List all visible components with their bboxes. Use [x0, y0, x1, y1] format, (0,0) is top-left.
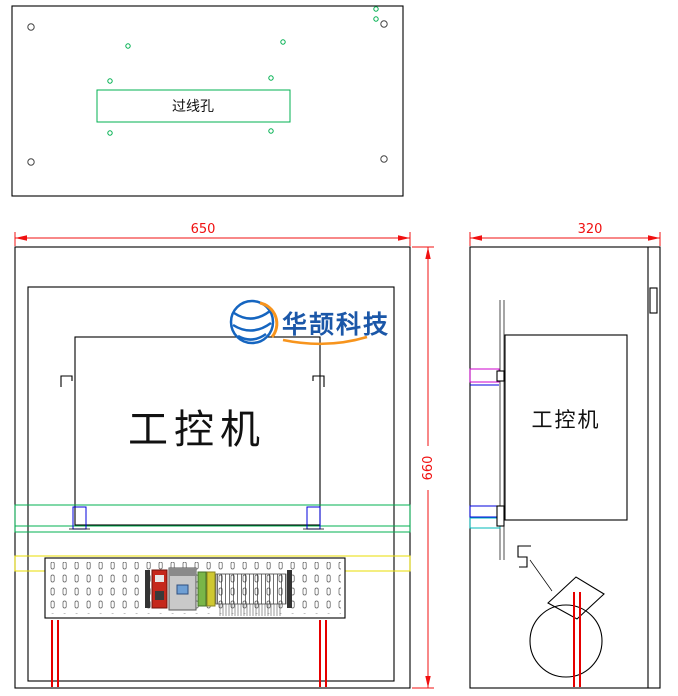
fan-circle [529, 604, 603, 678]
bracket-block [496, 370, 505, 382]
bracket-block [496, 505, 505, 527]
breaker-window [155, 575, 164, 582]
end-stop [145, 570, 150, 608]
terminal-green [197, 571, 207, 607]
dim-arrow [648, 235, 660, 241]
support-rail-green [14, 504, 411, 533]
front-view: 650 工控机 [14, 222, 437, 689]
industrial-pc-side-label: 工控机 [532, 408, 601, 432]
hole-marker [280, 39, 286, 45]
dim-depth-value: 320 [578, 222, 603, 237]
rail-band [14, 504, 411, 533]
industrial-pc-front [74, 336, 321, 526]
contactor-top [169, 568, 196, 576]
top-view: 过线孔 [11, 5, 404, 197]
hinge [649, 287, 658, 314]
dim-arrow [425, 247, 431, 259]
hole-marker [373, 16, 379, 22]
screw-hole [27, 23, 35, 31]
logo-globe-stripe [237, 332, 267, 341]
cable-hook [517, 545, 531, 568]
top-panel-outline [11, 5, 404, 197]
side-view: 320 工控机 [469, 222, 661, 689]
dim-text-mask [419, 446, 437, 490]
cable-hole-label: 过线孔 [172, 99, 214, 115]
dimension-depth [469, 232, 661, 246]
hole-marker [268, 75, 274, 81]
hole-marker [107, 78, 113, 84]
dim-arrow [425, 676, 431, 688]
fan-duct-lines [573, 592, 581, 687]
hole-marker [107, 130, 113, 136]
logo-swoosh [282, 335, 368, 346]
cabinet-legs [51, 620, 327, 687]
terminal-wires [218, 604, 282, 616]
contactor-label [176, 584, 189, 595]
industrial-pc-side [504, 334, 628, 521]
dim-width-value: 650 [191, 222, 216, 237]
mounting-clip-right [312, 375, 325, 387]
cable-line [529, 559, 553, 592]
fan-guard [547, 576, 605, 620]
logo-globe-icon [229, 299, 275, 345]
logo-globe-stripe [233, 309, 271, 320]
cable-hole-outline [96, 89, 291, 123]
logo-orange-arc [259, 301, 279, 338]
screw-hole [380, 155, 388, 163]
terminal-yellow [206, 571, 216, 607]
logo-globe-stripe [232, 321, 272, 332]
industrial-pc-front-label: 工控机 [128, 407, 266, 453]
hole-marker [373, 6, 379, 12]
dimension-width [14, 232, 411, 246]
end-stop [287, 570, 292, 608]
dim-height-value: 660 [421, 456, 436, 481]
logo: 华颉科技 [229, 299, 390, 346]
mounting-clip-left [60, 375, 73, 387]
dim-arrow [15, 235, 27, 241]
cabinet-front-door [27, 286, 395, 682]
hole-marker [268, 128, 274, 134]
terminal-strip [215, 573, 287, 605]
screw-hole [380, 20, 388, 28]
dim-arrow [470, 235, 482, 241]
din-rail-components [145, 567, 292, 616]
screw-hole [27, 158, 35, 166]
dim-arrow [398, 235, 410, 241]
breaker-toggle [155, 591, 164, 600]
hole-marker [125, 43, 131, 49]
logo-company-name: 华颉科技 [282, 310, 390, 339]
